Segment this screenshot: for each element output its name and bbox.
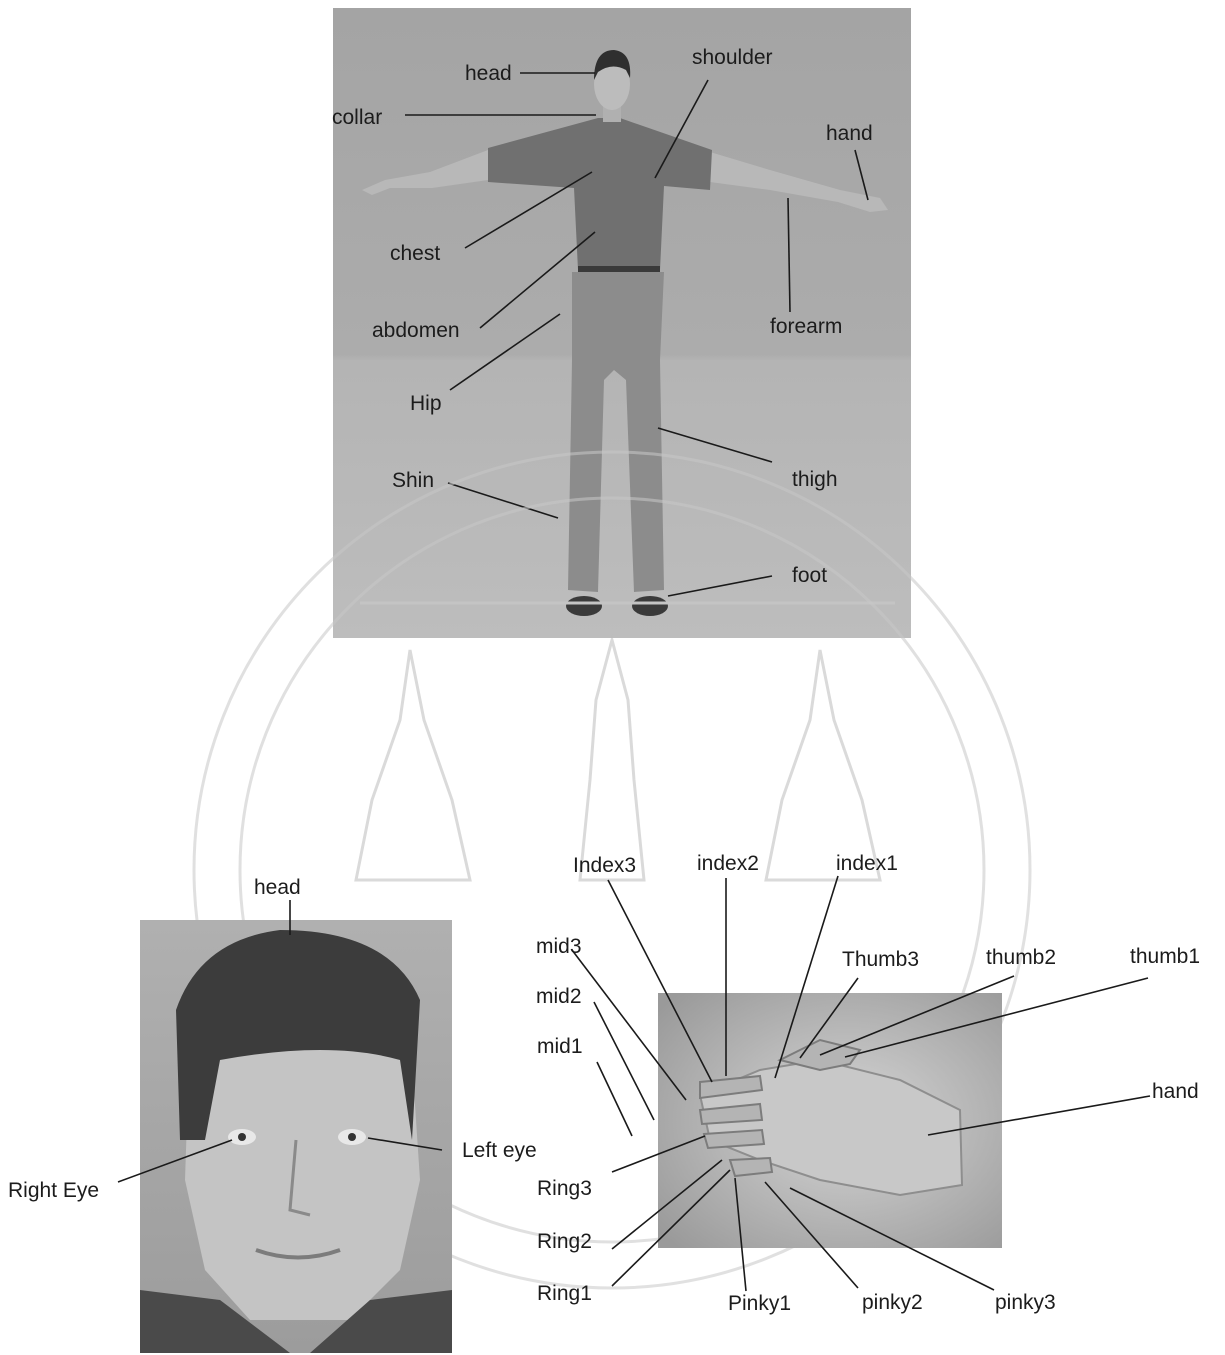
label-chest: chest (390, 242, 440, 265)
face-figure: head Right Eye Left eye (8, 876, 537, 1353)
label-collar: collar (332, 106, 382, 129)
label-face-head: head (254, 876, 301, 899)
label-shin: Shin (392, 469, 434, 492)
label-mid3: mid3 (536, 935, 582, 958)
label-right-eye: Right Eye (8, 1179, 99, 1202)
label-foot: foot (792, 564, 827, 587)
label-ring1: Ring1 (537, 1282, 592, 1305)
label-hip: Hip (410, 392, 442, 415)
label-forearm: forearm (770, 315, 842, 338)
label-shoulder: shoulder (692, 46, 773, 69)
label-thigh: thigh (792, 468, 838, 491)
label-abdomen: abdomen (372, 319, 460, 342)
label-mid2: mid2 (536, 985, 582, 1008)
leader-mid1 (597, 1062, 632, 1136)
label-ring3: Ring3 (537, 1177, 592, 1200)
label-thumb1: thumb1 (1130, 945, 1200, 968)
body-figure: head shoulder collar hand chest abdomen … (332, 8, 911, 638)
label-index1: index1 (836, 852, 898, 875)
label-hand: hand (826, 122, 873, 145)
face-skin (185, 1030, 420, 1320)
label-thumb3: Thumb3 (842, 948, 919, 971)
label-ring2: Ring2 (537, 1230, 592, 1253)
label-thumb2: thumb2 (986, 946, 1056, 969)
label-mid1: mid1 (537, 1035, 583, 1058)
label-index2: index2 (697, 852, 759, 875)
label-head: head (465, 62, 512, 85)
right-pupil (238, 1133, 246, 1141)
left-shoe (566, 596, 602, 616)
label-pinky1: Pinky1 (728, 1292, 791, 1315)
right-shoe (632, 596, 668, 616)
label-hand-right: hand (1152, 1080, 1199, 1103)
label-index3: Index3 (573, 854, 636, 877)
label-left-eye: Left eye (462, 1139, 537, 1162)
hand-figure: Index3 index2 index1 mid3 mid2 mid1 Thum… (536, 852, 1200, 1315)
label-pinky2: pinky2 (862, 1291, 923, 1314)
left-pupil (348, 1133, 356, 1141)
label-pinky3: pinky3 (995, 1291, 1056, 1314)
